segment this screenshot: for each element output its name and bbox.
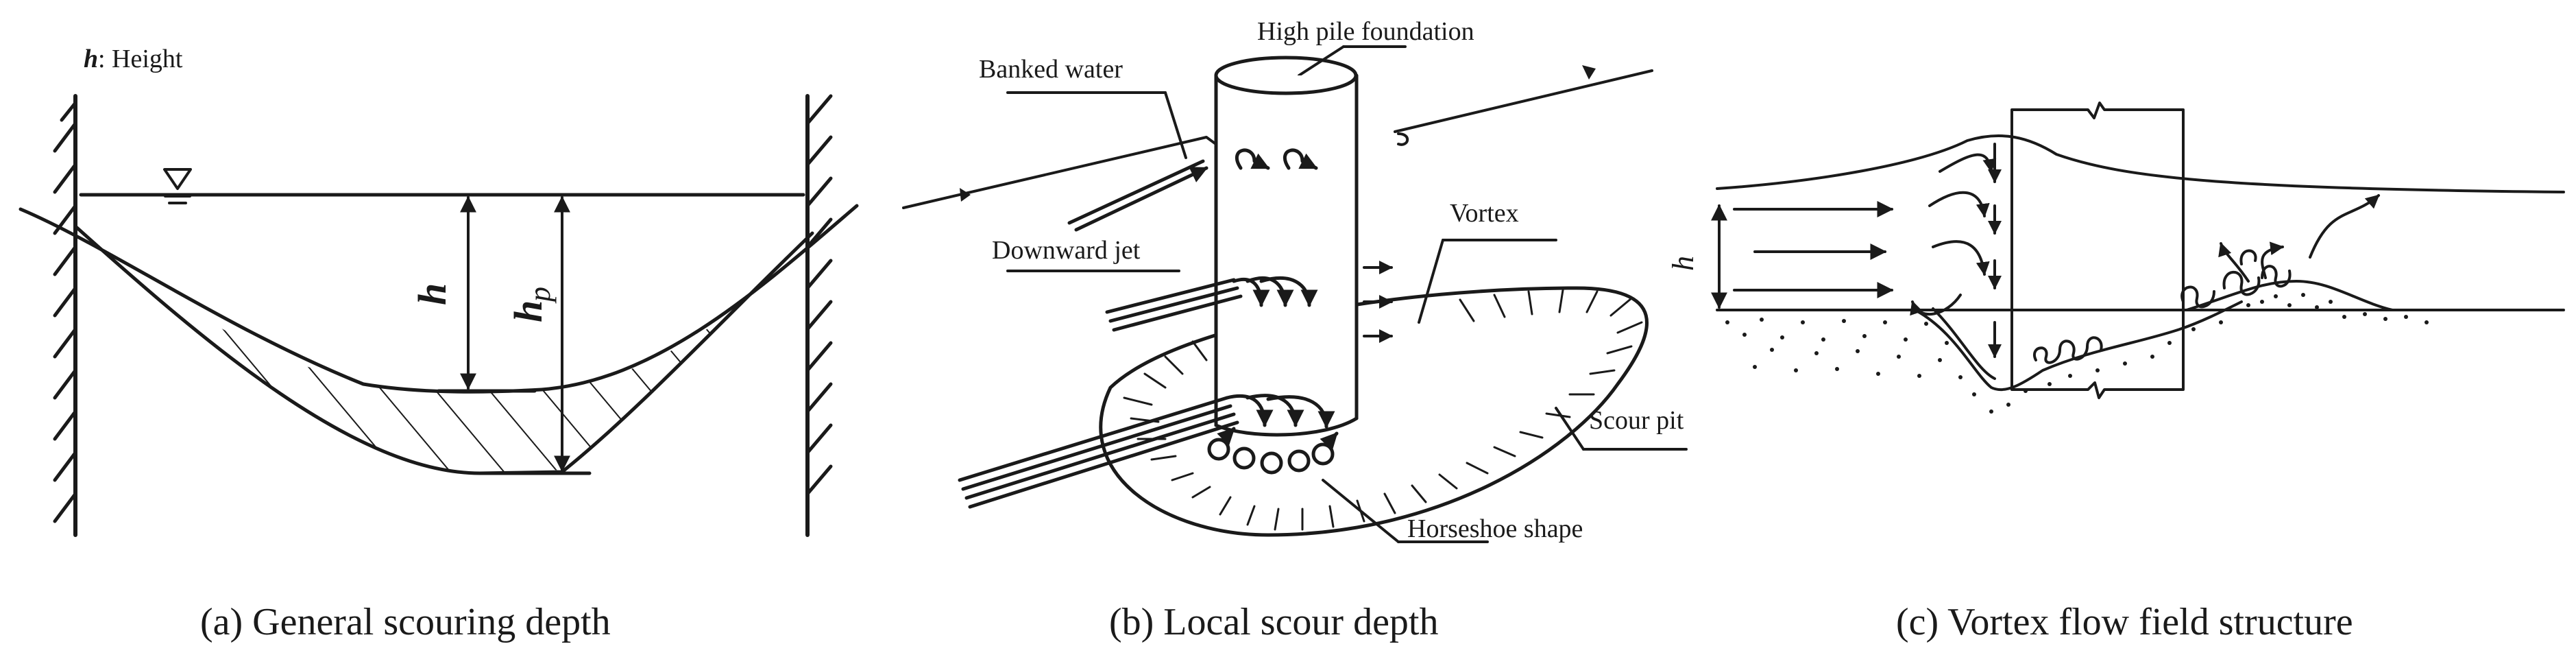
horseshoe-vortices xyxy=(1207,427,1339,475)
left-bank-wall xyxy=(53,94,77,537)
c-h-label: h xyxy=(1666,256,1700,271)
sediment-dots xyxy=(1725,293,2429,414)
label-high-pile-foundation: High pile foundation xyxy=(1257,17,1474,46)
label-horseshoe-shape: Horseshoe shape xyxy=(1407,514,1583,543)
hp-label-main: h xyxy=(506,300,550,322)
legend-h-symbol: h xyxy=(84,45,98,73)
scoured-bed-hatch xyxy=(75,226,812,473)
h-label: h xyxy=(410,283,454,305)
label-downward-jet: Downward jet xyxy=(992,236,1141,265)
downward-jet-arrows xyxy=(958,276,1335,509)
panel-c-vortex-structure: h xyxy=(1666,102,2565,643)
scour-hole-profile xyxy=(1911,300,2243,392)
scoured-bed-line xyxy=(73,224,814,475)
water-level-symbol xyxy=(163,168,192,204)
panel-a-general-scour: h : Height xyxy=(19,45,859,643)
panel-b-local-scour: High pile foundation Banked water Vortex… xyxy=(902,17,1688,643)
label-banked-water: Banked water xyxy=(979,55,1123,84)
pile-cylinder xyxy=(1214,56,1409,437)
wake-vortices xyxy=(2033,194,2380,364)
hp-label-sub: p xyxy=(523,287,557,304)
caption-a: (a) General scouring depth xyxy=(200,601,611,643)
surface-rollers xyxy=(1067,148,1318,232)
free-surface-line xyxy=(1716,134,2565,193)
vortex-side-arrows xyxy=(1363,261,1393,343)
pier-rect xyxy=(2010,102,2185,399)
label-vortex: Vortex xyxy=(1450,199,1519,228)
label-scour-pit: Scour pit xyxy=(1589,406,1684,435)
downflow-arrows xyxy=(1910,143,2002,358)
caption-c: (c) Vortex flow field structure xyxy=(1896,601,2353,643)
right-bank-wall xyxy=(805,94,833,537)
legend-h-text: : Height xyxy=(98,45,183,73)
approach-flow-arrows xyxy=(1733,201,1894,298)
caption-b: (b) Local scour depth xyxy=(1109,601,1438,643)
downstream-deposition xyxy=(2185,280,2394,311)
